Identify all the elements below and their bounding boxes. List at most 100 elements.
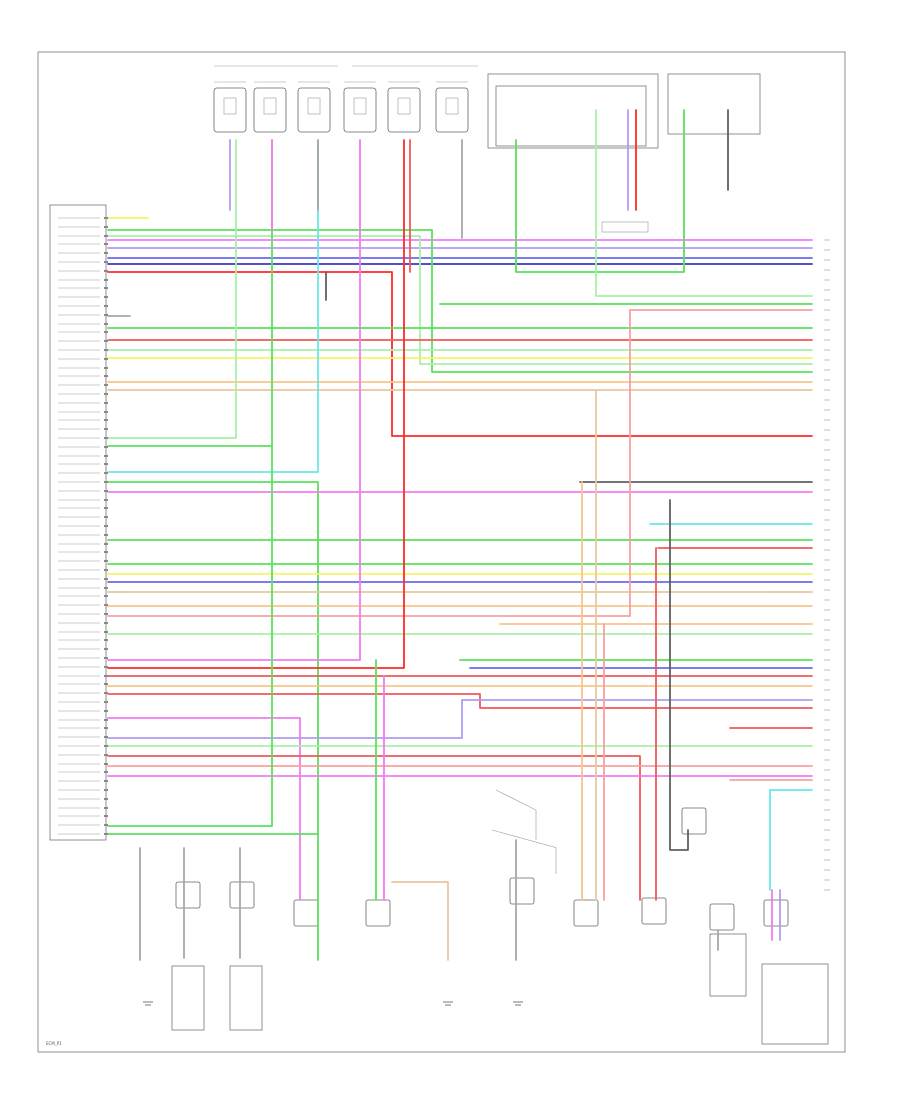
wire-cyan-sensor [107, 139, 319, 473]
ecm-pin [104, 437, 108, 439]
ecm-pin [104, 279, 108, 281]
ecm-pin [104, 763, 108, 765]
ecm-pin [104, 657, 108, 659]
bottom-connector [763, 899, 789, 927]
sensor-body [761, 963, 829, 1045]
ecm-pin [104, 701, 108, 703]
ecm-pin [104, 331, 108, 333]
ecm-pin [104, 446, 108, 448]
wire-lightgreen-meter [595, 109, 813, 297]
ecm-pin [104, 666, 108, 668]
wire-violet-738 [107, 699, 813, 739]
ecm-pin [104, 807, 108, 809]
sensor-body [171, 965, 205, 1031]
connector-body [445, 97, 459, 115]
top-sensor-connector [343, 87, 377, 133]
wire-red-756 [107, 755, 641, 901]
ecm-pin [104, 217, 108, 219]
ecm-pin [104, 358, 108, 360]
fuse-relay-box [667, 73, 761, 135]
ecm-connector-strip [49, 204, 107, 841]
ecm-pin [104, 226, 108, 228]
ecm-pin [104, 525, 108, 527]
ecm-pin [104, 736, 108, 738]
ecm-pins [58, 217, 830, 891]
top-sensor-connector [253, 87, 287, 133]
bottom-connector [365, 899, 391, 927]
top-sensor-connector [213, 87, 247, 133]
ecm-pin [104, 287, 108, 289]
ecm-pin [104, 710, 108, 712]
ecm-pin [104, 340, 108, 342]
wire-darkgray-670 [669, 499, 689, 851]
ecm-pin [104, 745, 108, 747]
diagram-frame: ECM_P1 [37, 51, 846, 1053]
top-sensor-connector [435, 87, 469, 133]
ecm-pin [104, 393, 108, 395]
bottom-connector [509, 877, 535, 905]
ecm-pin [104, 639, 108, 641]
can-label [601, 221, 649, 233]
ecm-pin [104, 296, 108, 298]
ecm-pin [104, 384, 108, 386]
wire-tan-448 [391, 881, 449, 961]
top-sensor-connector [297, 87, 331, 133]
wire-salmon-loop [107, 309, 813, 617]
ecm-pin [104, 683, 108, 685]
wires [107, 109, 813, 961]
wire-cyan-790 [769, 789, 813, 891]
ecm-pin [104, 578, 108, 580]
bottom-connector [229, 881, 255, 909]
leader-line [495, 789, 537, 840]
ecm-pin [104, 604, 108, 606]
wire-green-loop [107, 229, 813, 373]
bottom-connector [293, 899, 319, 927]
ecm-pin [104, 419, 108, 421]
ecm-pin [104, 534, 108, 536]
bottom-connector [573, 899, 599, 927]
ecm-pin [104, 815, 108, 817]
wire-green-meter [515, 109, 685, 273]
ecm-pin [104, 270, 108, 272]
ecm-pin [104, 543, 108, 545]
ecm-pin [104, 569, 108, 571]
ecm-pin [104, 675, 108, 677]
ecm-pin [104, 305, 108, 307]
ecm-pin [104, 261, 108, 263]
components [143, 65, 829, 1045]
ecm-pin [104, 833, 108, 835]
ecm-pin [104, 754, 108, 756]
ecm-pin [104, 613, 108, 615]
ecm-pin [104, 490, 108, 492]
ecm-pin [104, 481, 108, 483]
top-sensor-connector [387, 87, 421, 133]
connector-body [263, 97, 277, 115]
wire-pink-sensor [107, 139, 361, 661]
ecm-pin [104, 507, 108, 509]
wire-pink-down [107, 717, 301, 901]
meter-control-unit [495, 85, 647, 147]
ecm-pin [104, 719, 108, 721]
ecm-pin [104, 243, 108, 245]
bottom-connector [175, 881, 201, 909]
ecm-pin [104, 455, 108, 457]
ecm-pin [104, 499, 108, 501]
wire-lightgreen-sensor [107, 139, 237, 439]
leader-line [491, 829, 557, 874]
ecm-pin [104, 622, 108, 624]
ecm-pin [104, 323, 108, 325]
bottom-connector [641, 897, 667, 925]
wire-red-sensor [107, 139, 405, 669]
ecm-pin [104, 349, 108, 351]
wire-lightgreen-loop [107, 235, 813, 365]
ecm-pin [104, 472, 108, 474]
ecm-pin [104, 798, 108, 800]
ecm-pin [104, 551, 108, 553]
wire-green-down [107, 481, 319, 961]
page-label: ECM_P1 [46, 1041, 62, 1046]
connector-body [397, 97, 411, 115]
ecm-pin [104, 648, 108, 650]
ecm-pin [104, 780, 108, 782]
ecm-pin [104, 631, 108, 633]
